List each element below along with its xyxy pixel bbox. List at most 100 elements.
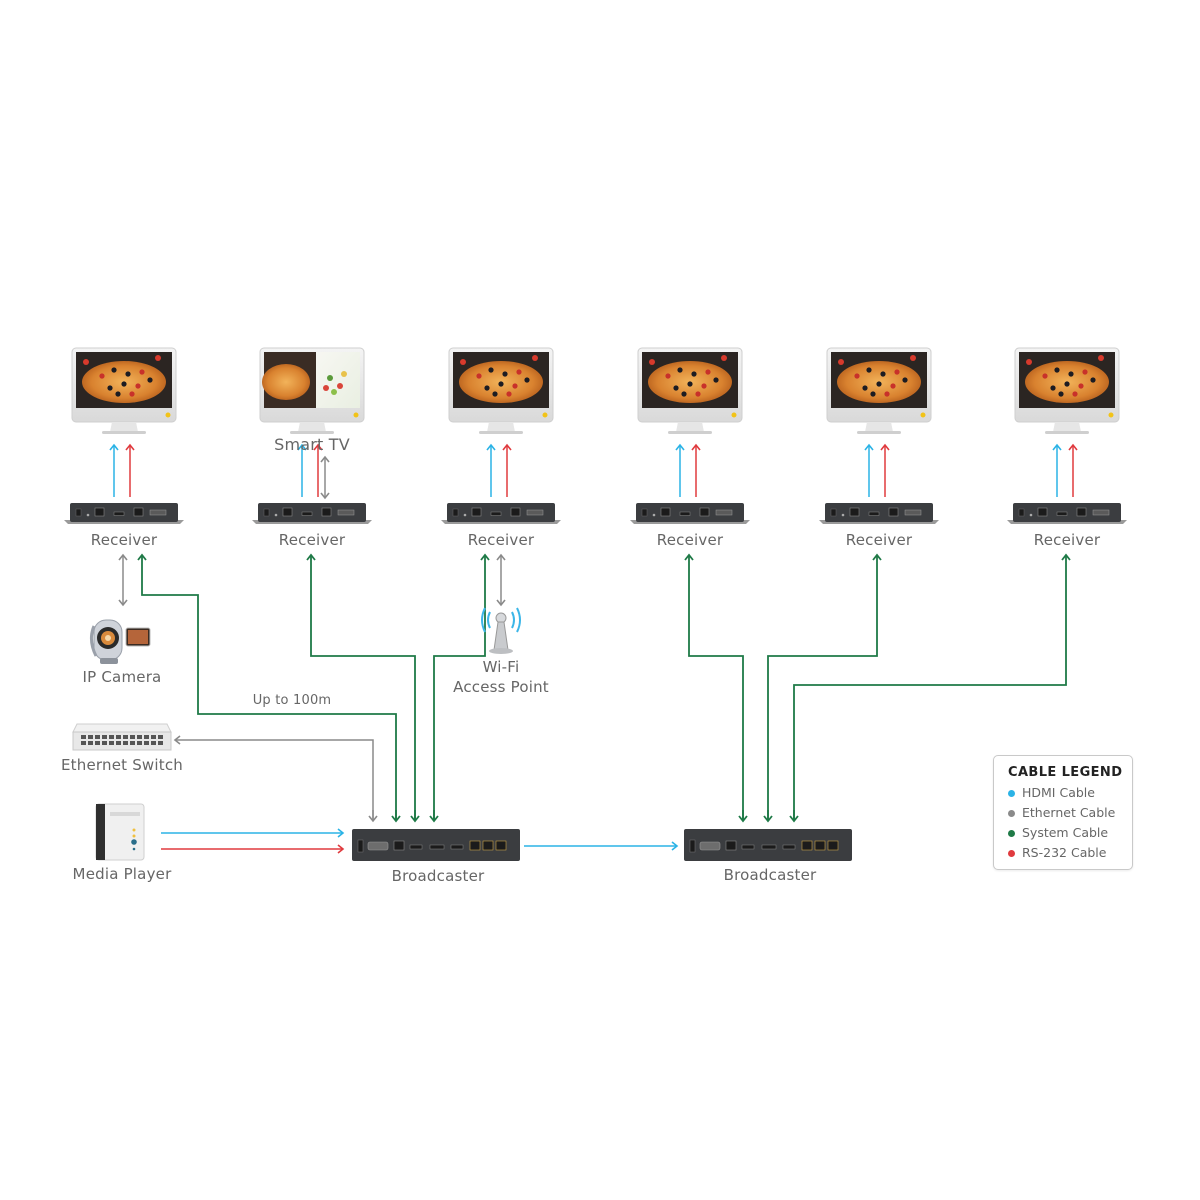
monitor-icon xyxy=(448,347,554,434)
monitor-stand xyxy=(865,422,893,432)
salad-image xyxy=(316,352,360,408)
rj45-port xyxy=(471,507,482,517)
monitor-base xyxy=(857,431,901,434)
dc-port xyxy=(830,508,837,517)
monitor-stand xyxy=(676,422,704,432)
switch-port xyxy=(151,741,156,745)
displays xyxy=(71,347,1120,434)
dc-port xyxy=(641,508,648,517)
receiver-device-icon xyxy=(1007,503,1127,524)
tomato xyxy=(649,359,655,365)
topping xyxy=(691,371,697,377)
monitor-stand xyxy=(487,422,515,432)
receiver-label-5: Receiver xyxy=(845,531,913,549)
topping xyxy=(870,391,876,397)
rj45-port xyxy=(725,840,737,851)
monitor-base xyxy=(668,431,712,434)
receiver-label-2: Receiver xyxy=(278,531,346,549)
rj45-port xyxy=(495,840,507,851)
ethernet-cable xyxy=(173,735,374,820)
db9-port xyxy=(699,841,721,851)
topping xyxy=(121,381,127,387)
legend-label: Ethernet Cable xyxy=(1022,805,1116,820)
tomato xyxy=(1026,359,1032,365)
topping xyxy=(506,391,512,397)
dc-port xyxy=(357,839,364,853)
topping xyxy=(107,385,113,391)
switch-port xyxy=(116,735,121,739)
switch-port xyxy=(151,735,156,739)
topping xyxy=(894,369,900,375)
switch-port xyxy=(130,741,135,745)
rs232-terminal xyxy=(149,509,167,516)
monitor-stand xyxy=(1053,422,1081,432)
rs232-terminal xyxy=(904,509,922,516)
topping xyxy=(135,383,141,389)
topping xyxy=(476,373,482,379)
reset-hole xyxy=(652,513,656,517)
switch-port xyxy=(95,741,100,745)
topping xyxy=(139,369,145,375)
legend-title: CABLE LEGEND xyxy=(1008,765,1123,780)
topping xyxy=(99,373,105,379)
power-led xyxy=(1108,412,1114,418)
rj45-port xyxy=(133,507,144,517)
monitor-icon xyxy=(637,347,743,434)
dc-port xyxy=(263,508,270,517)
reset-hole xyxy=(274,513,278,517)
media-player-icon xyxy=(95,803,145,861)
power-led xyxy=(165,412,171,418)
topping xyxy=(705,369,711,375)
broadcaster-device-icon xyxy=(684,829,852,861)
topping xyxy=(880,371,886,377)
topping xyxy=(115,391,121,397)
topping xyxy=(484,385,490,391)
switch-port xyxy=(123,735,128,739)
tomato xyxy=(155,355,161,361)
switch-port xyxy=(144,741,149,745)
topping xyxy=(1068,371,1074,377)
distance-note: Up to 100m xyxy=(252,693,332,708)
hdmi-port xyxy=(868,511,880,516)
topping xyxy=(876,381,882,387)
topping xyxy=(147,377,153,383)
dc-port xyxy=(689,839,696,853)
switch-port xyxy=(158,741,163,745)
rs232-terminal xyxy=(1092,509,1110,516)
rs232-terminal xyxy=(715,509,733,516)
ethernet-dot-icon xyxy=(1008,809,1015,817)
wifi-label-line2: Access Point xyxy=(453,678,549,696)
salad-dot xyxy=(323,385,329,391)
rj45-port xyxy=(660,507,671,517)
monitor-base xyxy=(102,431,146,434)
receiver-label-3: Receiver xyxy=(467,531,535,549)
salad-dot xyxy=(327,375,333,381)
receiver-label-4: Receiver xyxy=(656,531,724,549)
salad-dot xyxy=(341,371,347,377)
rj45-port xyxy=(849,507,860,517)
topping xyxy=(695,391,701,397)
rj45-port xyxy=(1076,507,1087,517)
topping xyxy=(492,391,498,397)
power-led xyxy=(353,412,359,418)
topping xyxy=(687,381,693,387)
switch-port xyxy=(109,735,114,739)
legend-item-system: System Cable xyxy=(1008,823,1132,843)
monitor-base xyxy=(290,431,334,434)
cable-legend: CABLE LEGEND HDMI Cable Ethernet Cable S… xyxy=(993,755,1133,870)
topping xyxy=(1042,373,1048,379)
switch-port xyxy=(95,735,100,739)
topping xyxy=(866,367,872,373)
hdmi-port xyxy=(301,511,313,516)
hdmi-port xyxy=(679,511,691,516)
rj45-port xyxy=(699,507,710,517)
power-led xyxy=(920,412,926,418)
system-cable xyxy=(684,553,744,820)
topping xyxy=(1058,391,1064,397)
monitor-icon xyxy=(259,347,365,434)
rj45-port xyxy=(814,840,826,851)
dc-port xyxy=(452,508,459,517)
topping xyxy=(524,377,530,383)
topping xyxy=(1050,385,1056,391)
rs232-terminal xyxy=(526,509,544,516)
